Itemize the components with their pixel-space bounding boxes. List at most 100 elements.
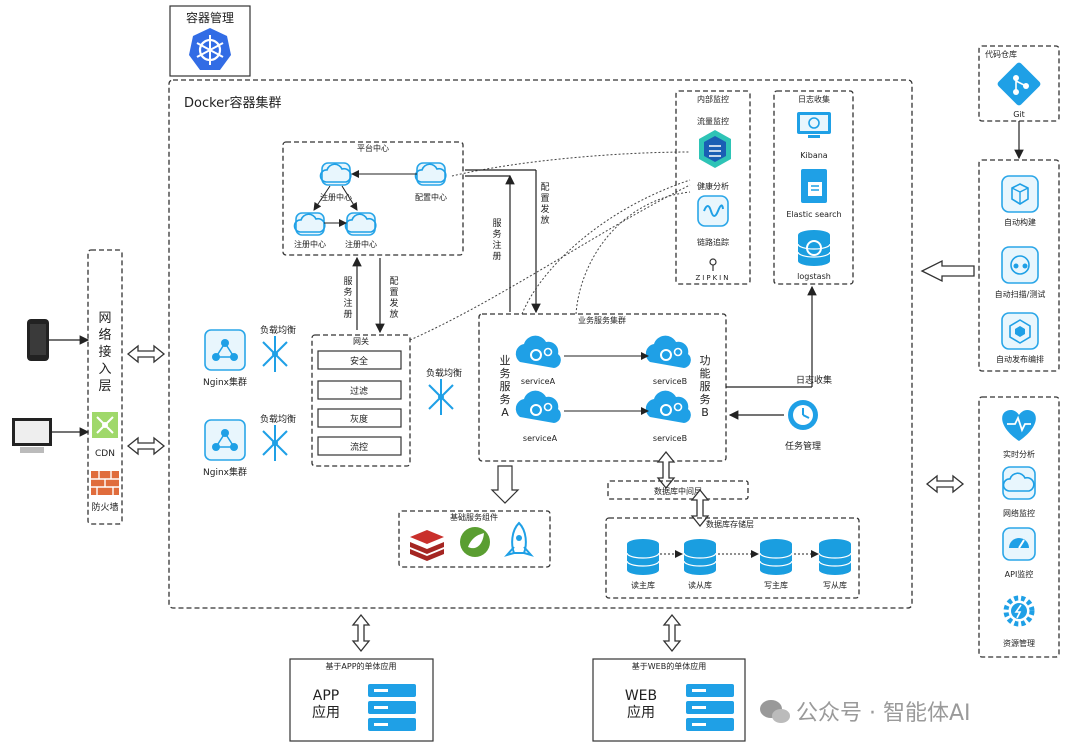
service-b1-label: serviceB	[653, 377, 687, 386]
business-cluster-title: 业务服务集群	[578, 315, 626, 325]
load-balancer-icon	[262, 424, 288, 462]
registry-right-icon	[344, 212, 377, 236]
gateway-item-filter: 过滤	[350, 385, 368, 397]
container-management: 容器管理	[169, 5, 251, 77]
network-monitor-label: 网络监控	[1003, 508, 1035, 518]
firewall-icon	[91, 471, 119, 495]
cicd-pipeline: 自动构建 自动扫描/测试 自动发布编排	[978, 159, 1060, 372]
auto-deploy-icon	[1001, 312, 1039, 350]
service-b2-icon	[644, 389, 692, 424]
api-monitor-label: API监控	[1005, 569, 1034, 579]
db-storage-layer: 数据库存储层 读主库 读从库 写主库 写从库	[605, 517, 860, 599]
server-icon	[686, 684, 734, 731]
double-arrow-icon	[926, 475, 964, 493]
gateway-title: 网关	[353, 336, 369, 346]
config-push-label: 配置发放	[389, 276, 398, 320]
health-analysis-label: 健康分析	[697, 181, 729, 191]
logstash-label: logstash	[797, 272, 831, 281]
registry-left-label: 注册中心	[294, 239, 326, 249]
platform-center: 平台中心 注册中心 注册中心 注册中心 配置中心	[282, 141, 464, 256]
container-mgmt-title: 容器管理	[186, 10, 234, 25]
config-center-icon	[414, 162, 447, 186]
watermark: 公众号 · 智能体AI	[760, 700, 971, 726]
base-service-components: 基础服务组件	[398, 510, 551, 568]
network-layer-title: 网络接入层	[98, 311, 111, 394]
kubernetes-icon	[189, 28, 231, 70]
service-register-label: 服务注册	[492, 218, 501, 262]
ops-monitoring: 实时分析 网络监控 API监控 资源管理	[978, 396, 1060, 658]
task-management: 任务管理	[785, 400, 821, 452]
zipkin-label: ZIPKIN	[696, 274, 731, 282]
api-monitor-icon	[1002, 527, 1036, 561]
server-icon	[368, 684, 416, 731]
load-balance-label: 负载均衡	[260, 324, 296, 336]
database-icon	[626, 538, 660, 576]
elastic-label: Elastic search	[786, 210, 841, 219]
db-write-master-label: 写主库	[764, 580, 788, 590]
log-collection: 日志收集 Kibana Elastic search logstash	[773, 90, 854, 285]
git-icon	[997, 62, 1041, 106]
gateway: 网关 安全 过滤 灰度 流控	[311, 334, 411, 467]
database-icon	[818, 538, 852, 576]
resource-gear-icon	[1003, 595, 1035, 627]
auto-scan-label: 自动扫描/测试	[995, 289, 1046, 299]
logstash-db-icon	[797, 229, 831, 267]
task-mgmt-label: 任务管理	[785, 440, 821, 452]
redis-icon	[410, 530, 444, 561]
clock-gear-icon	[788, 400, 818, 430]
double-arrow-icon	[657, 451, 675, 489]
cdn-icon	[92, 412, 118, 438]
service-register-label: 服务注册	[343, 276, 352, 320]
db-read-slave-label: 读从库	[688, 580, 712, 590]
realtime-analysis-label: 实时分析	[1003, 449, 1035, 459]
cdn-label: CDN	[95, 449, 115, 459]
service-b2-label: serviceB	[653, 434, 687, 443]
nginx-cluster-bottom: Nginx集群	[203, 419, 247, 478]
nginx-cluster-top: Nginx集群	[203, 329, 247, 388]
double-arrow-icon	[663, 614, 681, 652]
db-write-slave-label: 写从库	[823, 580, 847, 590]
load-balancer-icon	[428, 378, 454, 416]
tracing-label: 链路追踪	[697, 237, 729, 247]
gateway-item-security: 安全	[350, 355, 368, 367]
service-b1-icon	[644, 334, 692, 369]
gateway-item-gray: 灰度	[350, 413, 368, 425]
mobile-phone-icon	[27, 319, 49, 361]
code-repo-title: 代码仓库	[985, 49, 1017, 59]
traffic-hexagon-icon	[699, 130, 731, 168]
registry-top-icon	[319, 162, 352, 186]
network-monitor-icon	[1002, 466, 1036, 500]
down-arrow-icon	[490, 465, 520, 504]
docker-cluster: Docker容器集群	[168, 79, 913, 609]
double-arrow-icon	[127, 437, 165, 455]
registry-right-label: 注册中心	[345, 239, 377, 249]
desktop-monitor-icon	[12, 418, 52, 453]
database-icon	[683, 538, 717, 576]
rocket-icon	[504, 521, 534, 557]
wechat-icon	[760, 700, 790, 723]
kibana-monitor-icon	[797, 112, 831, 138]
load-balance-label: 负载均衡	[426, 367, 462, 379]
spring-icon	[460, 527, 490, 557]
registry-top-label: 注册中心	[320, 192, 352, 202]
log-collection-title: 日志收集	[798, 94, 830, 104]
internal-monitoring: 内部监控 流量监控 健康分析 链路追踪 ZIPKIN	[675, 90, 751, 285]
auto-build-icon	[1001, 175, 1039, 213]
service-a1-icon	[514, 334, 562, 369]
nginx-top-label: Nginx集群	[203, 376, 247, 388]
app-mono-title: 基于APP的单体应用	[325, 661, 396, 671]
config-center-label: 配置中心	[415, 192, 447, 202]
double-arrow-icon	[352, 614, 370, 652]
auto-build-label: 自动构建	[1004, 217, 1036, 227]
code-repository: 代码仓库 Git	[978, 45, 1060, 122]
db-middleware: 数据库中间层	[607, 480, 749, 500]
firewall-label: 防火墙	[91, 501, 118, 513]
